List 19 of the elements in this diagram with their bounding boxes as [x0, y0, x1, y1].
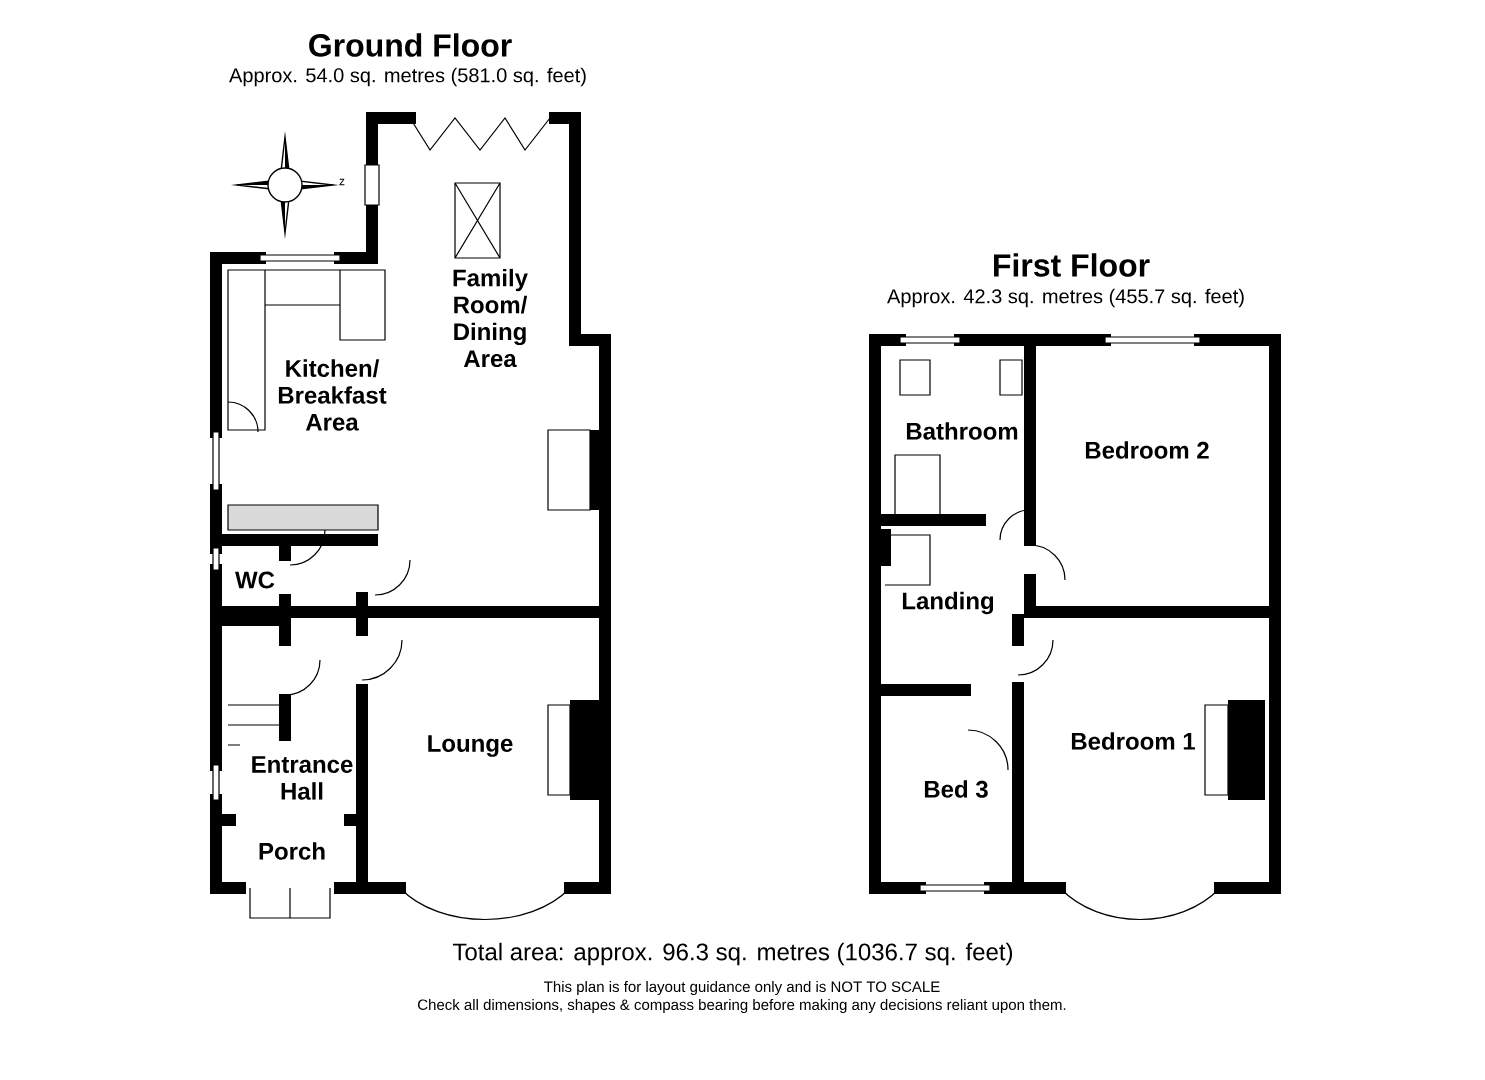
room-label: Family Room/ Dining Area: [453, 268, 528, 368]
room-label: Landing: [902, 591, 994, 615]
room-label: WC: [235, 571, 275, 589]
room-label: Bed 3: [924, 780, 988, 798]
total-area-note: Total area: approx. 96.3 sq. metres (1036.7 sq. feet): [452, 942, 1013, 966]
floor-title: Ground Floor: [309, 33, 512, 57]
room-label: Porch: [259, 842, 325, 860]
area-note: Approx. 42.3 sq. metres (455.7 sq. feet): [887, 288, 1244, 308]
room-label: Bedroom 1: [1071, 732, 1195, 750]
room-label: Bathroom: [906, 422, 1018, 440]
room-label: Bedroom 2: [1085, 441, 1209, 459]
floor-title: First Floor: [994, 253, 1150, 277]
room-label: Entrance Hall: [252, 756, 353, 800]
area-note: Approx. 54.0 sq. metres (581.0 sq. feet): [229, 67, 586, 87]
compass-letter: z: [339, 178, 345, 186]
room-label: Lounge: [428, 735, 513, 757]
room-label: Kitchen/ Breakfast Area: [278, 359, 387, 431]
disclaimer-note: Check all dimensions, shapes & compass bearing before making any decisions reliant upon them.: [418, 999, 1066, 1013]
disclaimer-note: This plan is for layout guidance only and is NOT TO SCALE: [544, 981, 940, 995]
